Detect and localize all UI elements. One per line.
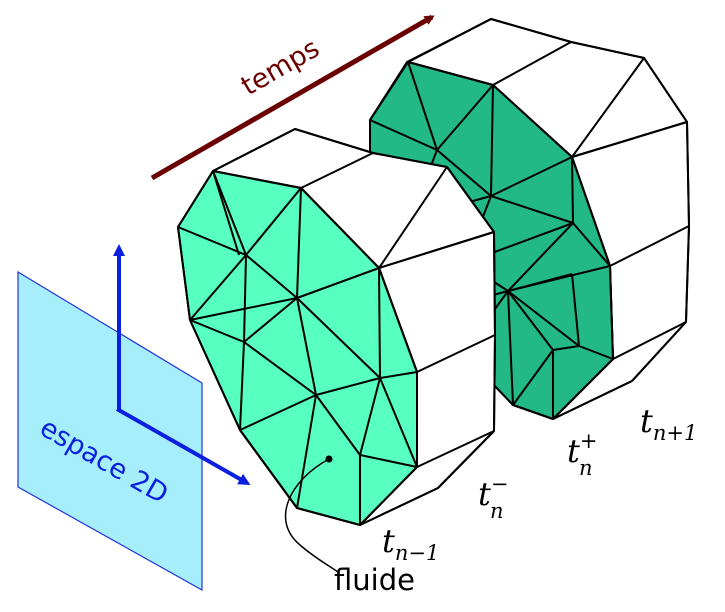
- time-arrow: [150, 14, 435, 181]
- label-t-prev-base: t: [382, 522, 395, 560]
- front-slab-face-outline: [177, 170, 418, 526]
- label-t-prev: tn−1: [382, 522, 439, 565]
- label-t-plus: t+ n: [567, 429, 597, 480]
- label-t-next: tn+1: [640, 402, 697, 445]
- label-t-minus: t− n: [478, 472, 508, 523]
- label-t-next-base: t: [640, 402, 653, 440]
- front-slab: [177, 128, 496, 526]
- label-t-plus-sup: +: [580, 429, 598, 453]
- label-t-minus-sup: −: [491, 472, 509, 496]
- fluid-leader-line: [284, 458, 339, 573]
- space-axis-horizontal: [116, 407, 251, 485]
- label-t-plus-base: t: [567, 432, 580, 470]
- fluid-label: fluide: [334, 563, 415, 597]
- space-plane: [17, 270, 203, 592]
- label-t-minus-sub: n: [490, 499, 504, 523]
- time-label: temps: [236, 33, 325, 102]
- label-t-next-sub: n+1: [653, 421, 697, 445]
- label-t-plus-sub: n: [579, 456, 593, 480]
- label-t-minus-base: t: [478, 475, 491, 513]
- label-t-prev-sub: n−1: [395, 541, 439, 565]
